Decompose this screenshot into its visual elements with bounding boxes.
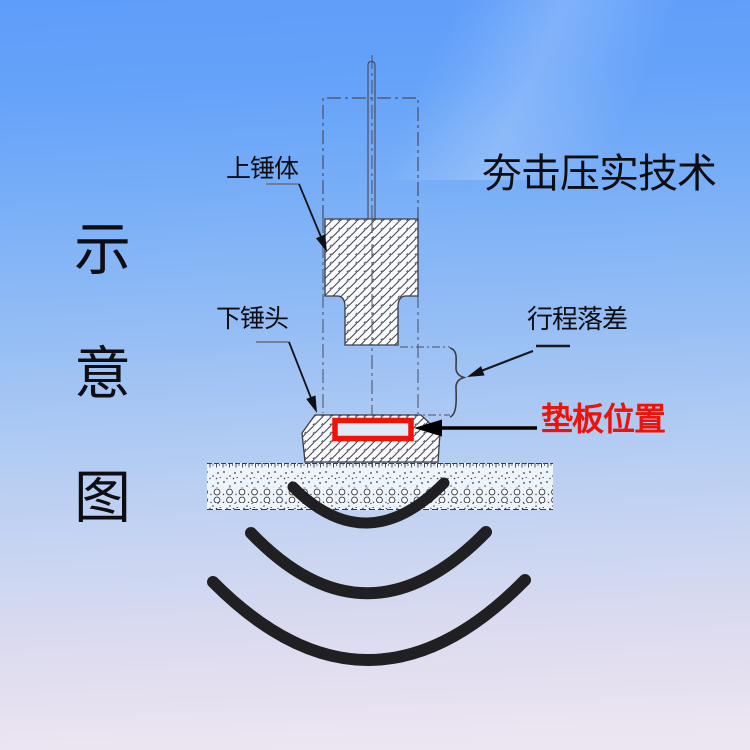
label-lower-hammer: 下锤头	[216, 306, 289, 333]
side-label-char-3: 图	[74, 467, 131, 530]
page-title: 夯击压实技术	[482, 151, 717, 196]
leader-stroke-line	[480, 349, 534, 373]
shockwave-arc-2	[245, 526, 492, 600]
leader-lower-line	[288, 341, 312, 399]
ground-tick-row	[207, 463, 553, 470]
leader-pad-arrowhead-icon	[414, 419, 442, 437]
ground-speckle-upper	[207, 470, 553, 487]
stroke-drop-brace	[449, 347, 467, 418]
guide-rod	[367, 60, 376, 219]
leader-upper-hammer	[266, 183, 327, 252]
leader-stroke-arrowhead-icon	[467, 366, 485, 377]
raised-position-phantom	[322, 97, 419, 219]
label-pad-position: 垫板位置	[541, 401, 666, 437]
ground-circle-rows	[207, 487, 553, 503]
leader-upper-arrowhead-icon	[315, 234, 327, 252]
shockwave-arc-3	[207, 574, 531, 666]
leader-upper-line	[298, 183, 322, 238]
shockwaves	[207, 477, 531, 666]
shockwave-arc-1	[287, 477, 450, 529]
leader-pad-position	[414, 419, 537, 437]
label-stroke-drop: 行程落差	[527, 305, 628, 334]
side-label-char-2: 意	[74, 343, 131, 406]
side-label-char-1: 示	[74, 219, 131, 282]
leader-lower-arrowhead-icon	[306, 395, 317, 413]
side-vertical-label: 示 意 图	[74, 222, 131, 527]
leader-stroke-drop	[467, 344, 570, 377]
leader-lower-hammer	[256, 341, 317, 413]
ground-layer	[207, 463, 553, 510]
ground-speckle-lower	[207, 503, 553, 510]
pad-plate-rect	[332, 417, 414, 442]
guide-rod-outline	[367, 60, 376, 219]
label-upper-hammer: 上锤体	[226, 156, 299, 183]
